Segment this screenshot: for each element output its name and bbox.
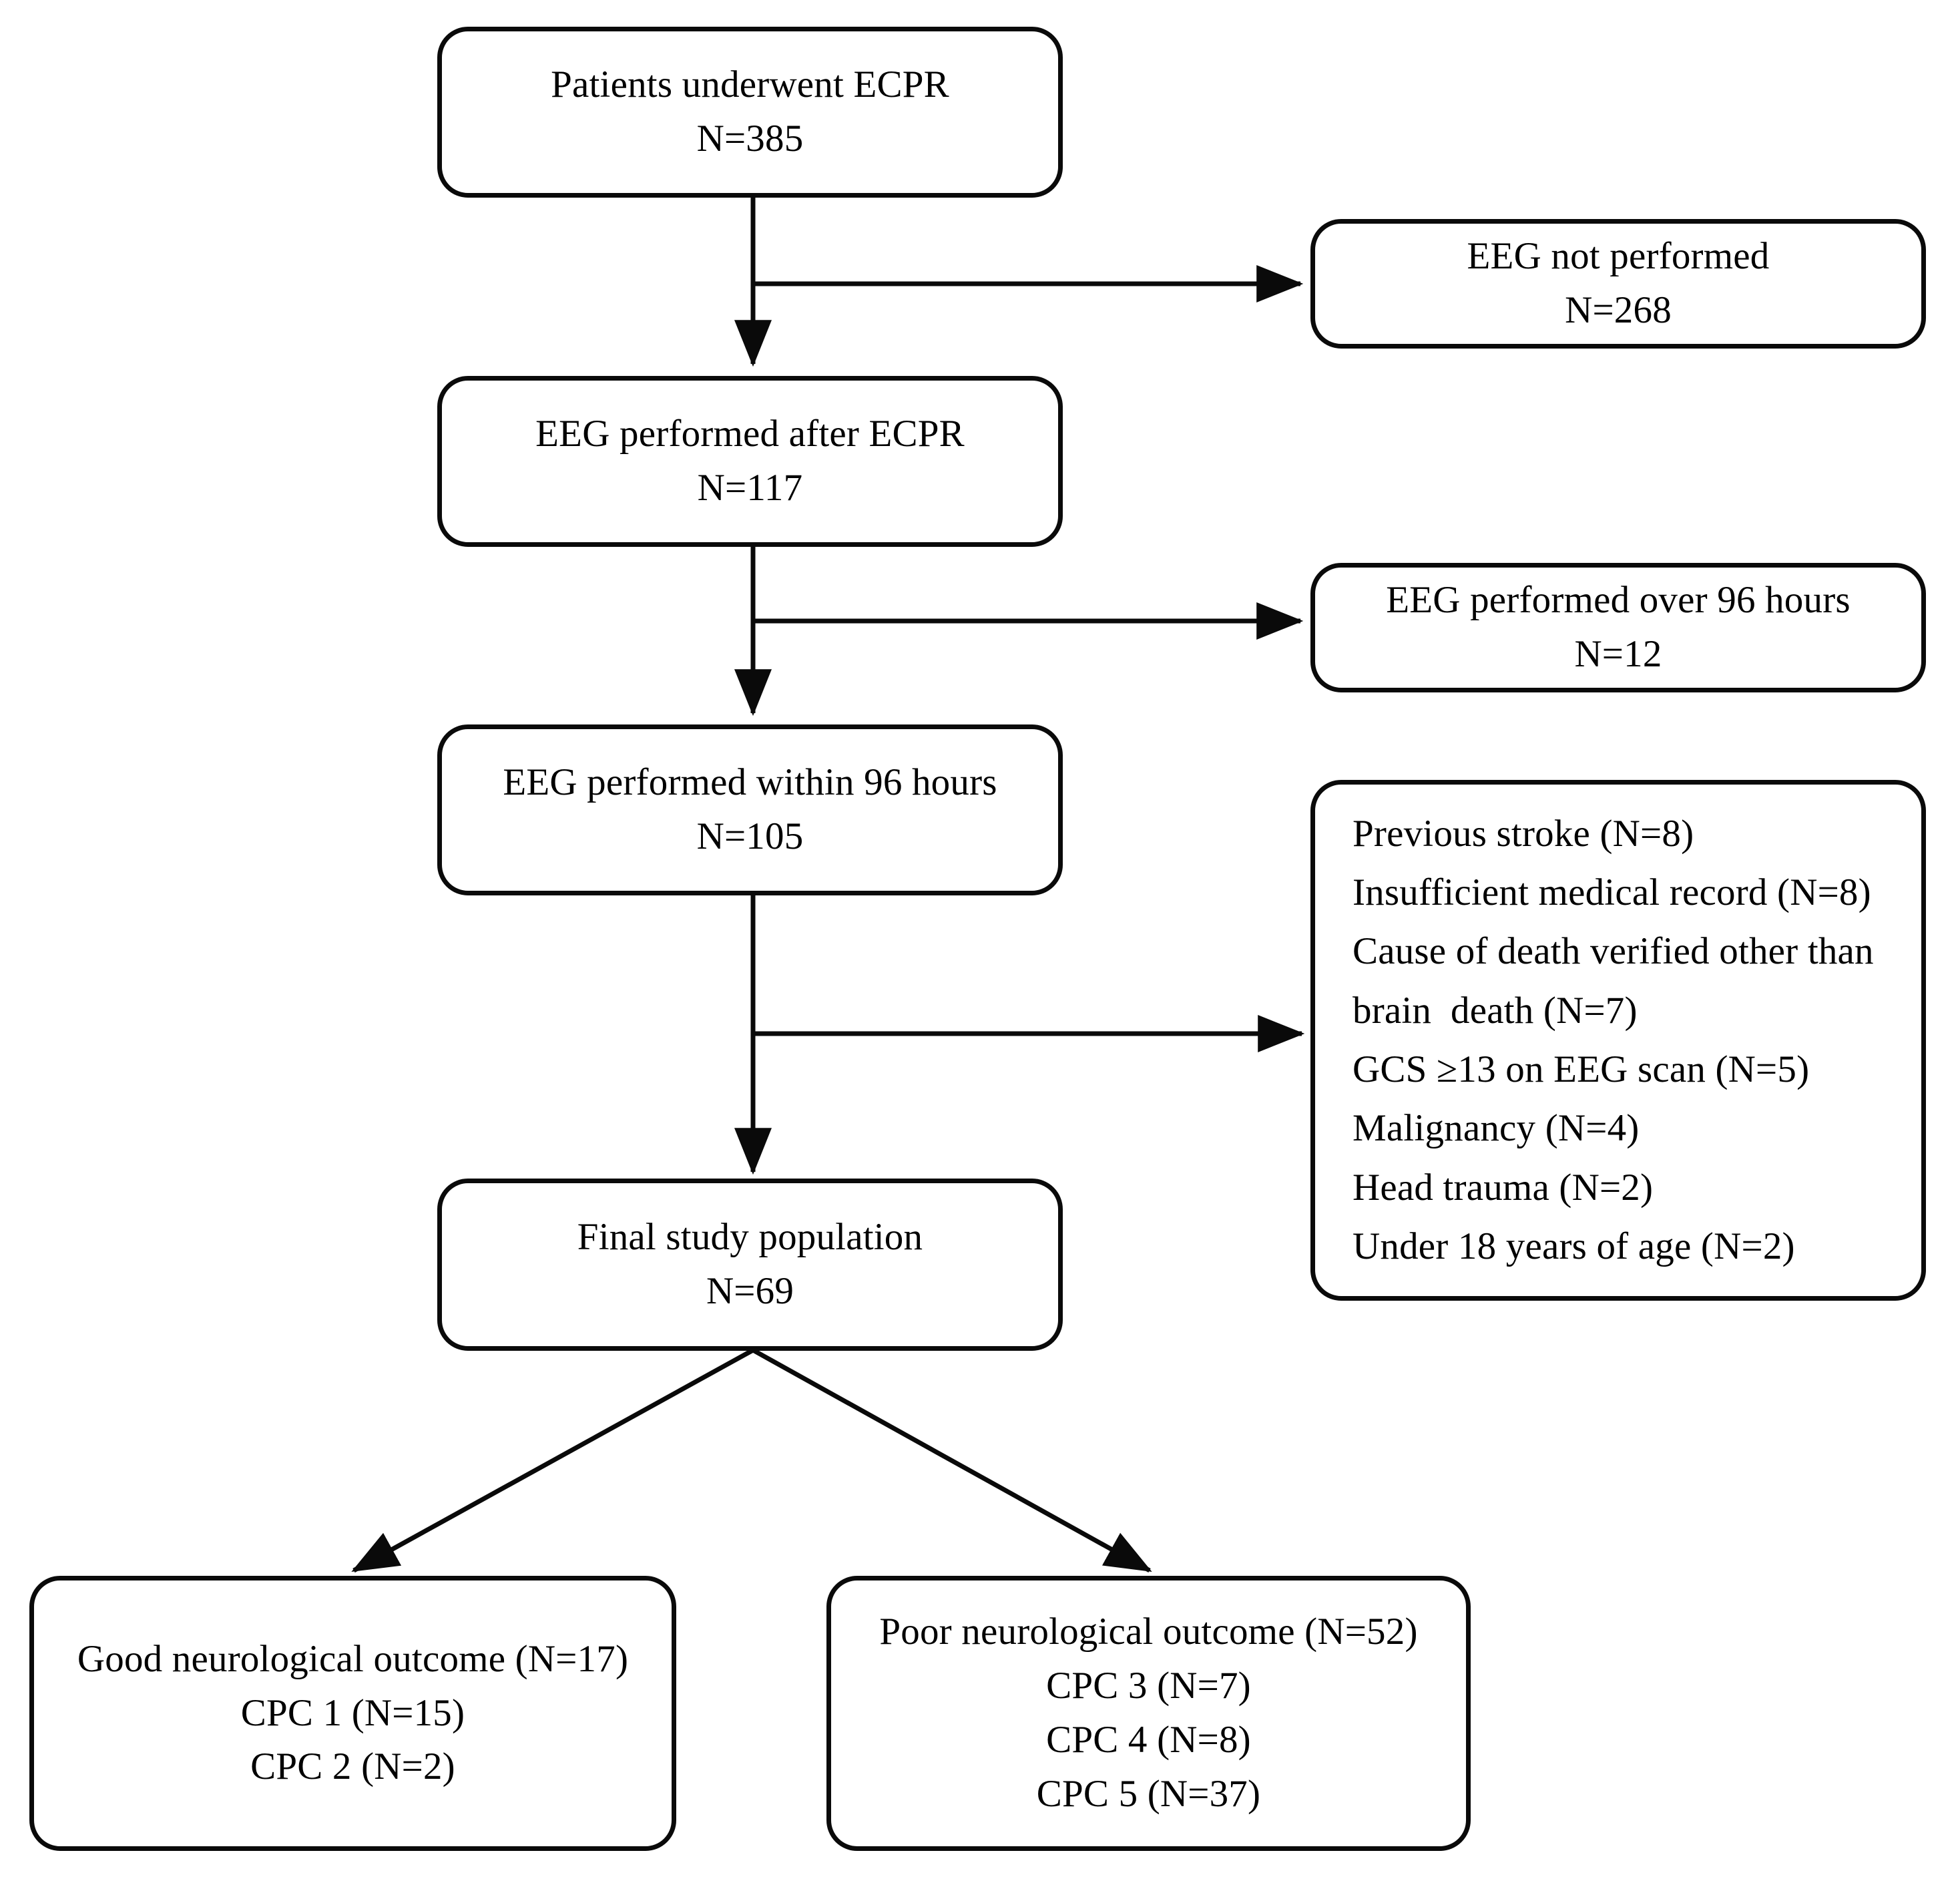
node-eeg-performed-after-ecpr[interactable]: EEG performed after ECPR N=117: [437, 376, 1063, 547]
exclusion-item: GCS ≥13 on EEG scan (N=5): [1353, 1048, 1810, 1090]
node-count: N=105: [696, 815, 804, 857]
edge-final-to-poor-outcome: [752, 1347, 1152, 1573]
outcome-cpc-5: CPC 5 (N=37): [1036, 1772, 1261, 1815]
node-count: N=117: [697, 467, 803, 509]
exclusion-item: Malignancy (N=4): [1353, 1107, 1640, 1150]
node-count: N=385: [696, 118, 804, 160]
exclusion-item: brain death (N=7): [1353, 989, 1638, 1032]
node-eeg-performed-within-96-hours[interactable]: EEG performed within 96 hours N=105: [437, 724, 1063, 895]
exclusion-item: Head trauma (N=2): [1353, 1166, 1654, 1209]
node-poor-neurological-outcome[interactable]: Poor neurological outcome (N=52) CPC 3 (…: [826, 1576, 1471, 1851]
node-exclusion-criteria[interactable]: Previous stroke (N=8) Insufficient medic…: [1310, 780, 1926, 1301]
exclusion-item: Cause of death verified other than: [1353, 930, 1874, 973]
node-title: EEG not performed: [1467, 235, 1770, 278]
node-good-neurological-outcome[interactable]: Good neurological outcome (N=17) CPC 1 (…: [29, 1576, 676, 1851]
node-title: EEG performed after ECPR: [535, 413, 965, 455]
node-title: Patients underwent ECPR: [551, 63, 949, 106]
node-count: N=12: [1574, 633, 1662, 675]
node-count: N=268: [1565, 289, 1672, 331]
node-final-study-population[interactable]: Final study population N=69: [437, 1179, 1063, 1351]
outcome-cpc-1: CPC 1 (N=15): [240, 1691, 465, 1734]
exclusion-item: Previous stroke (N=8): [1353, 812, 1694, 855]
node-title: EEG performed within 96 hours: [503, 761, 997, 804]
node-eeg-performed-over-96-hours[interactable]: EEG performed over 96 hours N=12: [1310, 563, 1926, 692]
outcome-cpc-3: CPC 3 (N=7): [1046, 1665, 1251, 1707]
node-patients-underwent-ecpr[interactable]: Patients underwent ECPR N=385: [437, 27, 1063, 198]
node-title: EEG performed over 96 hours: [1386, 579, 1851, 622]
edge-final-to-good-outcome: [351, 1347, 754, 1573]
node-count: N=69: [706, 1270, 794, 1312]
outcome-cpc-4: CPC 4 (N=8): [1046, 1719, 1251, 1761]
outcome-heading: Good neurological outcome (N=17): [77, 1637, 629, 1680]
outcome-cpc-2: CPC 2 (N=2): [250, 1745, 455, 1788]
node-title: Final study population: [577, 1216, 923, 1259]
exclusion-item: Insufficient medical record (N=8): [1353, 871, 1871, 913]
exclusion-item: Under 18 years of age (N=2): [1353, 1225, 1795, 1268]
node-eeg-not-performed[interactable]: EEG not performed N=268: [1310, 219, 1926, 349]
outcome-heading: Poor neurological outcome (N=52): [879, 1611, 1418, 1653]
